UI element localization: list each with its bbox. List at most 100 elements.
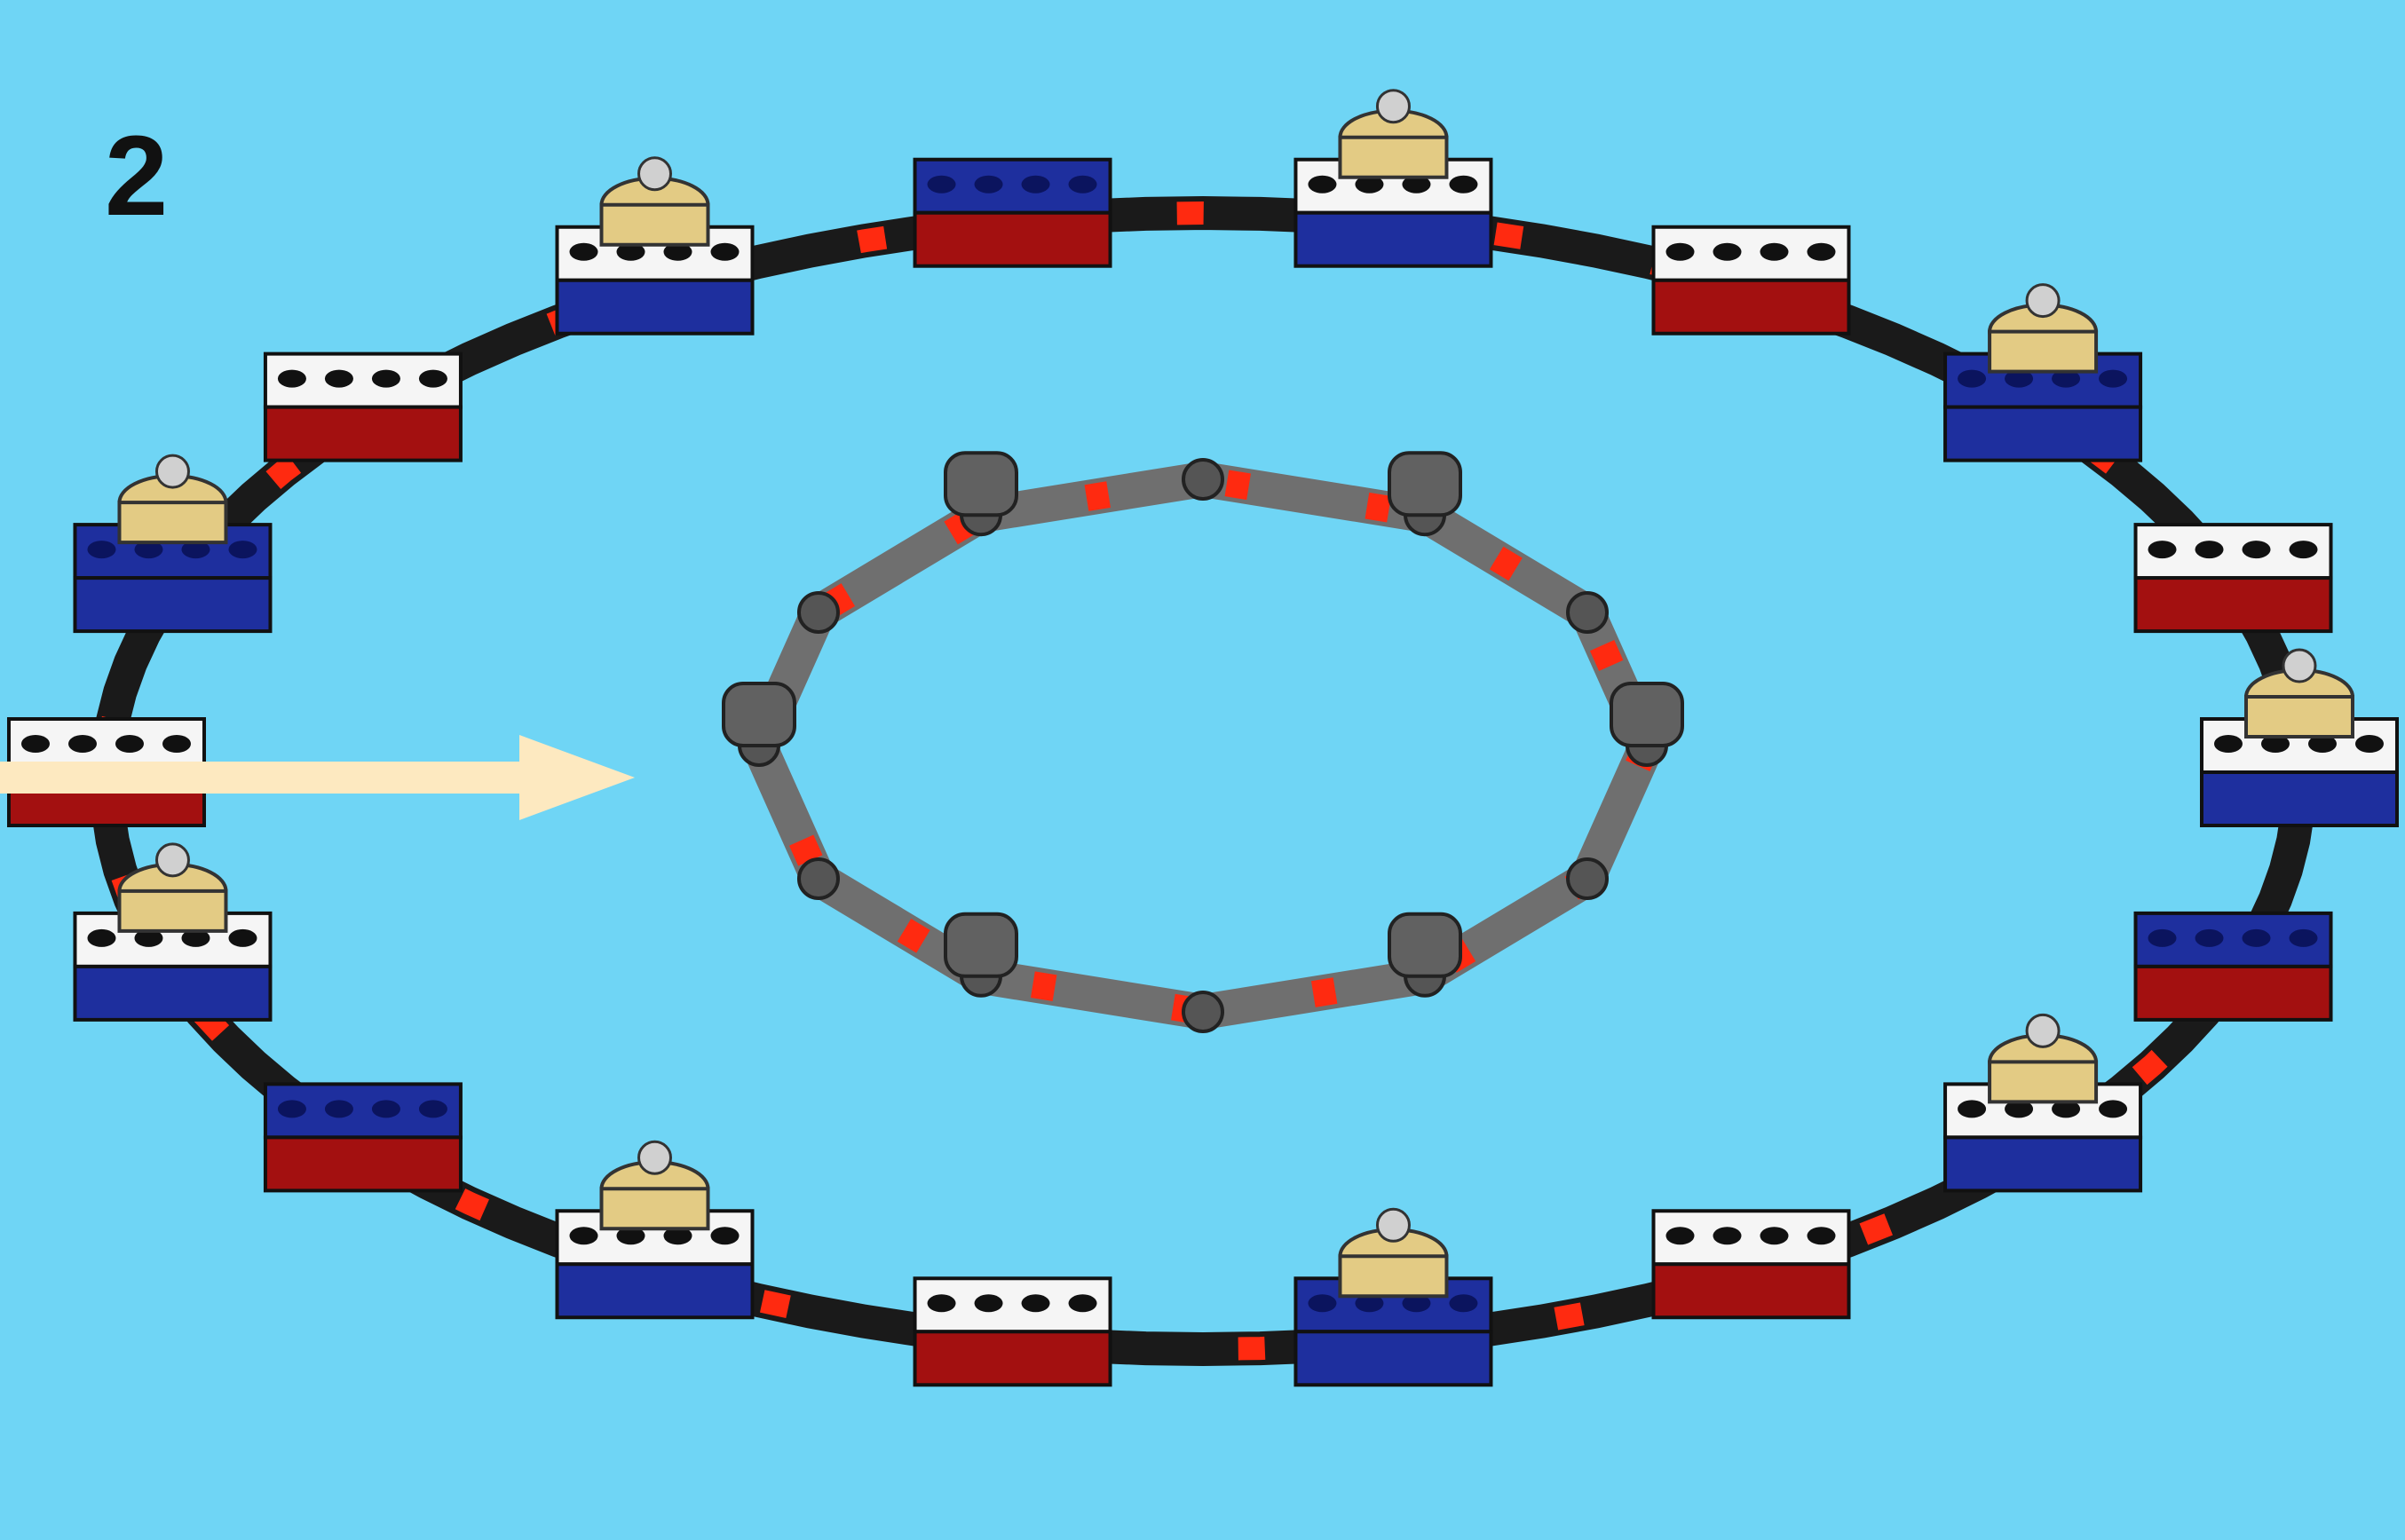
tan-round-side xyxy=(119,891,225,931)
brick-side xyxy=(1654,1264,1849,1317)
stud xyxy=(115,735,144,753)
stud xyxy=(975,1294,1003,1312)
inner-joint xyxy=(1568,593,1607,632)
inner-ring xyxy=(724,453,1682,1031)
stud xyxy=(711,1227,740,1244)
brick-assembly xyxy=(1295,91,1491,266)
ball-joint xyxy=(2027,1015,2059,1046)
brick-assembly xyxy=(558,158,753,334)
brick-side xyxy=(558,1264,753,1317)
stud xyxy=(68,735,97,753)
brick-assembly xyxy=(2136,913,2331,1020)
stud xyxy=(1308,176,1336,193)
brick-assembly xyxy=(1295,1209,1491,1385)
ball-joint xyxy=(156,844,188,876)
brick-assembly xyxy=(915,1278,1111,1385)
stud xyxy=(2099,370,2127,388)
stud xyxy=(419,370,447,388)
stud xyxy=(2099,1100,2127,1117)
stud xyxy=(2214,735,2243,753)
brick-side xyxy=(1295,213,1491,266)
brick-side xyxy=(2136,578,2331,631)
inner-joint xyxy=(1183,460,1222,499)
brick-assembly xyxy=(1654,1211,1849,1317)
brick-assembly xyxy=(265,1084,461,1190)
inner-gray-block xyxy=(945,914,1017,976)
stud xyxy=(1958,370,1986,388)
stud xyxy=(1449,176,1477,193)
stud xyxy=(2290,541,2318,558)
brick-side xyxy=(75,578,270,631)
tan-round-side xyxy=(602,205,708,245)
inner-joint xyxy=(799,859,838,898)
stud xyxy=(372,1100,400,1117)
brick-side xyxy=(265,407,461,461)
stud xyxy=(1022,176,1050,193)
stud xyxy=(1666,243,1695,261)
brick-side xyxy=(2202,772,2397,825)
tan-round-side xyxy=(1990,1062,2096,1102)
tan-round-side xyxy=(1340,1256,1446,1296)
stud xyxy=(1713,1227,1742,1244)
stud xyxy=(87,541,115,558)
stud xyxy=(2148,541,2177,558)
stud xyxy=(2195,929,2224,947)
inner-joint xyxy=(1568,859,1607,898)
stud xyxy=(2243,929,2271,947)
brick-side xyxy=(915,213,1111,266)
inner-gray-block xyxy=(1389,453,1460,515)
stud xyxy=(325,1100,353,1117)
brick-assembly xyxy=(2136,525,2331,631)
stud xyxy=(975,176,1003,193)
stud xyxy=(325,370,353,388)
stud xyxy=(1808,1227,1836,1244)
inner-joint xyxy=(1183,992,1222,1031)
brick-side xyxy=(1945,407,2140,461)
stud xyxy=(228,929,257,947)
stud xyxy=(278,1100,306,1117)
stud xyxy=(1760,1227,1789,1244)
brick-assembly xyxy=(1654,227,1849,334)
stud xyxy=(570,243,598,261)
stud xyxy=(1308,1294,1336,1312)
stud xyxy=(21,735,50,753)
brick-side xyxy=(558,280,753,334)
stud xyxy=(2195,541,2224,558)
tan-round-side xyxy=(602,1189,708,1228)
brick-assembly xyxy=(1945,1015,2140,1190)
stud xyxy=(228,541,257,558)
brick-side xyxy=(1654,280,1849,334)
stud xyxy=(1666,1227,1695,1244)
tan-round-side xyxy=(1990,332,2096,372)
inner-gray-block xyxy=(724,683,795,746)
stud xyxy=(928,1294,956,1312)
stud xyxy=(419,1100,447,1117)
stud xyxy=(162,735,191,753)
stud xyxy=(1069,176,1097,193)
inner-gray-block xyxy=(1611,683,1682,746)
brick-side xyxy=(265,1137,461,1190)
brick-assembly xyxy=(1945,285,2140,461)
outer-bricks xyxy=(9,91,2397,1386)
stud xyxy=(1022,1294,1050,1312)
brick-assembly xyxy=(265,354,461,461)
ball-joint xyxy=(639,158,671,190)
stud xyxy=(1760,243,1789,261)
brick-assembly xyxy=(75,455,270,631)
stud xyxy=(1713,243,1742,261)
brick-side xyxy=(75,967,270,1020)
brick-side xyxy=(915,1331,1111,1385)
inner-gray-block xyxy=(945,453,1017,515)
stud xyxy=(2148,929,2177,947)
tan-round-side xyxy=(119,502,225,542)
stud xyxy=(1449,1294,1477,1312)
stud xyxy=(278,370,306,388)
brick-side xyxy=(1295,1331,1491,1385)
stud xyxy=(2243,541,2271,558)
ball-joint xyxy=(1377,91,1409,122)
brick-assembly xyxy=(2202,650,2397,825)
inner-joint xyxy=(799,593,838,632)
stud xyxy=(570,1227,598,1244)
